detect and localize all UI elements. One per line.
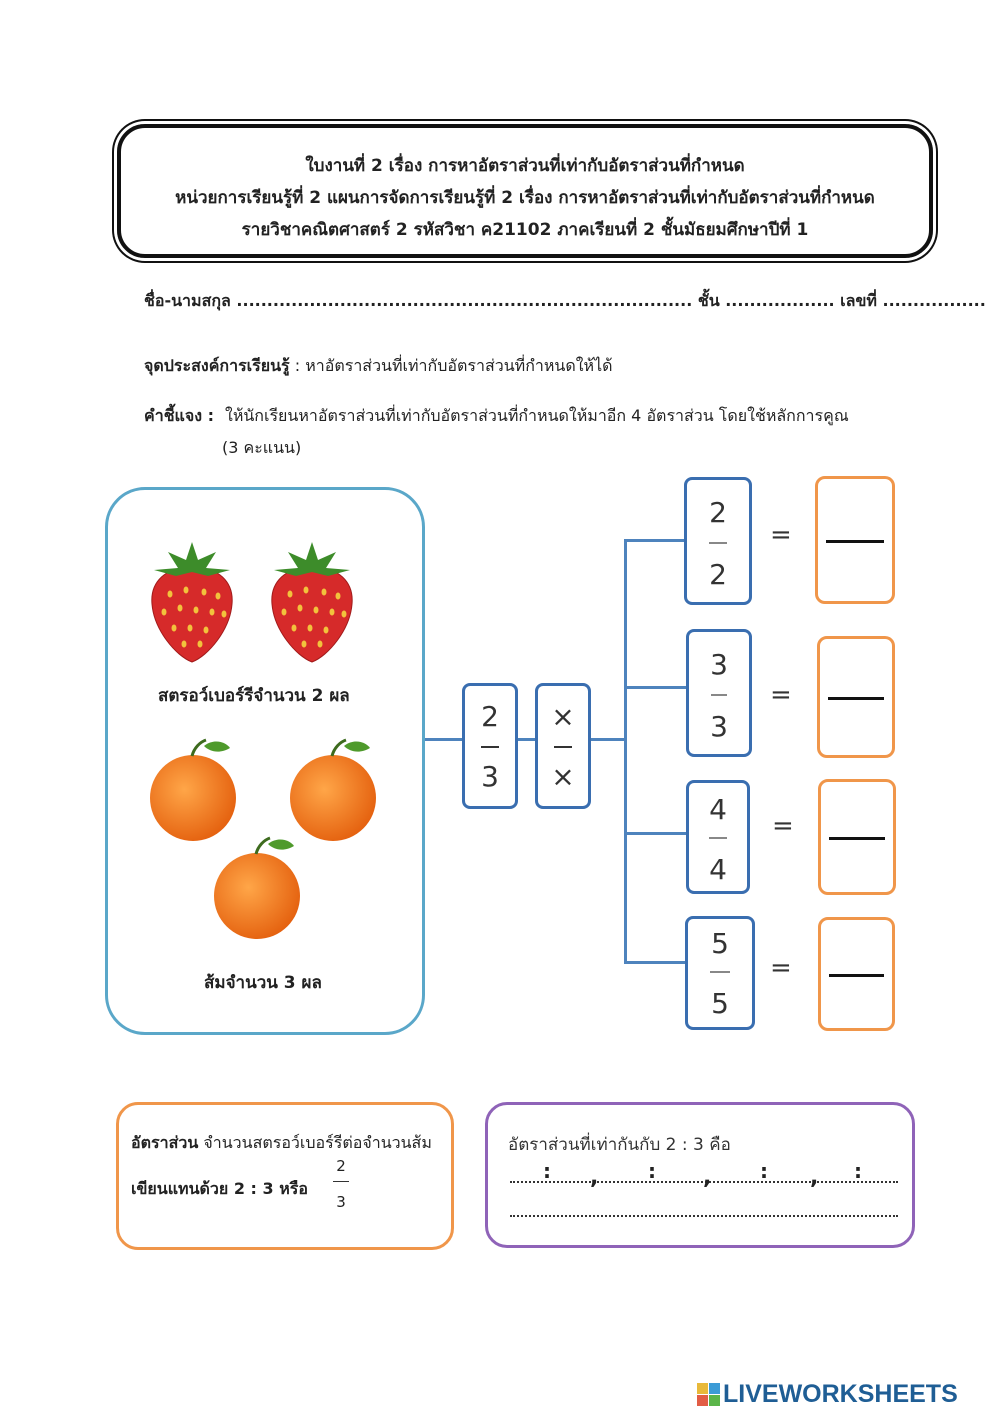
strawberry-icon	[151, 542, 233, 663]
equals-sign: =	[770, 953, 792, 983]
multiply-box: × ×	[535, 683, 591, 809]
fraction-bar	[711, 694, 727, 696]
branch-trunk	[624, 539, 627, 964]
multiplier-fraction-5: 5 5	[685, 916, 755, 1030]
answer-fraction-bar	[829, 837, 885, 840]
multiplier-denominator: 2	[709, 558, 727, 591]
multiplier-numerator: 5	[711, 927, 729, 960]
multiply-sign-bottom: ×	[551, 760, 575, 793]
title-box: ใบงานที่ 2 เรื่อง การหาอัตราส่วนที่เท่าก…	[117, 124, 933, 258]
answer-fraction-bar	[828, 697, 884, 700]
fraction-bar	[709, 542, 727, 544]
ratio-comma: ,	[590, 1165, 599, 1190]
base-denominator: 3	[481, 760, 499, 793]
multiplier-fraction-3: 3 3	[686, 629, 752, 757]
connector-line	[518, 738, 536, 741]
objective: จุดประสงค์การเรียนรู้ : หาอัตราส่วนที่เท…	[144, 354, 613, 379]
equals-sign: =	[770, 680, 792, 710]
objective-label: จุดประสงค์การเรียนรู้	[144, 356, 290, 375]
multiplier-fraction-2: 2 2	[684, 477, 752, 605]
instructions-label: คำชี้แจง :	[144, 406, 215, 425]
answer-box-4[interactable]	[818, 917, 895, 1031]
fraction-bar	[554, 746, 572, 748]
answer-dotted-line-2[interactable]	[510, 1215, 898, 1217]
fraction-bar	[709, 837, 727, 839]
multiplier-denominator: 3	[710, 710, 728, 743]
multiplier-denominator: 4	[709, 853, 727, 886]
orange-icon	[214, 836, 300, 939]
unit-line: หน่วยการเรียนรู้ที่ 2 แผนการจัดการเรียนร…	[175, 188, 875, 208]
ratio-colon: :	[648, 1159, 656, 1183]
ratio-colon: :	[854, 1159, 862, 1183]
instructions-text: ให้นักเรียนหาอัตราส่วนที่เท่ากับอัตราส่ว…	[225, 406, 849, 425]
answer-box-2[interactable]	[817, 636, 895, 758]
fraction-bar	[333, 1181, 349, 1182]
definition-line: อัตราส่วน จำนวนสตรอว์เบอร์รีต่อจำนวนส้ม	[131, 1131, 432, 1156]
strawberry-caption: สตรอว์เบอร์รีจำนวน 2 ผล	[158, 686, 350, 706]
definition-text: จำนวนสตรอว์เบอร์รีต่อจำนวนส้ม	[198, 1133, 432, 1152]
answer-fraction-bar	[826, 540, 884, 543]
answer-fraction-bar	[829, 974, 884, 977]
logo-icon	[697, 1383, 720, 1406]
connector-line	[590, 738, 626, 741]
multiplier-numerator: 2	[709, 496, 727, 529]
liveworksheets-logo: LIVEWORKSHEETS	[697, 1380, 958, 1409]
multiplier-numerator: 4	[709, 793, 727, 826]
orange-caption: ส้มจำนวน 3 ผล	[204, 973, 322, 993]
multiply-sign-top: ×	[551, 700, 575, 733]
branch-line	[624, 832, 688, 835]
equals-sign: =	[772, 811, 794, 841]
multiplier-denominator: 5	[711, 987, 729, 1020]
answer-box-1[interactable]	[815, 476, 895, 604]
definition-frac-num: 2	[336, 1157, 346, 1175]
strawberry-icon	[271, 542, 353, 663]
definition-write-label: เขียนแทนด้วย 2 : 3 หรือ	[131, 1179, 308, 1198]
fraction-bar	[481, 746, 499, 748]
connector-line	[425, 738, 463, 741]
objective-text: : หาอัตราส่วนที่เท่ากับอัตราส่วนที่กำหนด…	[289, 356, 613, 375]
ratio-colon: :	[543, 1159, 551, 1183]
branch-line	[624, 686, 688, 689]
worksheet-title: ใบงานที่ 2 เรื่อง การหาอัตราส่วนที่เท่าก…	[305, 156, 745, 176]
fraction-bar	[710, 971, 730, 973]
ratio-definition-box: อัตราส่วน จำนวนสตรอว์เบอร์รีต่อจำนวนส้ม …	[116, 1102, 454, 1250]
ratio-comma: ,	[703, 1165, 712, 1190]
answer-box-3[interactable]	[818, 779, 896, 895]
base-numerator: 2	[481, 700, 499, 733]
branch-line	[624, 539, 686, 542]
answer-dotted-line-1[interactable]	[510, 1181, 898, 1183]
multiplier-fraction-4: 4 4	[686, 780, 750, 894]
student-info-line: ชื่อ-นามสกุล ...........................…	[144, 291, 986, 310]
orange-icon	[290, 738, 376, 841]
definition-frac-den: 3	[336, 1193, 346, 1211]
ratio-colon: :	[760, 1159, 768, 1183]
base-fraction-box: 2 3	[462, 683, 518, 809]
equals-sign: =	[770, 520, 792, 550]
multiplier-numerator: 3	[710, 648, 728, 681]
subject-line: รายวิชาคณิตศาสตร์ 2 รหัสวิชา ค21102 ภาคเ…	[241, 220, 809, 240]
definition-label: อัตราส่วน	[131, 1133, 199, 1152]
brand-name: LIVEWORKSHEETS	[723, 1380, 958, 1408]
picture-box	[105, 487, 425, 1035]
ratio-comma: ,	[810, 1165, 819, 1190]
score-text: (3 คะแนน)	[222, 438, 302, 457]
answer-prompt: อัตราส่วนที่เท่ากันกับ 2 : 3 คือ	[508, 1135, 731, 1155]
branch-line	[624, 961, 686, 964]
equivalent-ratio-answer-box: อัตราส่วนที่เท่ากันกับ 2 : 3 คือ : , : ,…	[485, 1102, 915, 1248]
orange-icon	[150, 738, 236, 841]
